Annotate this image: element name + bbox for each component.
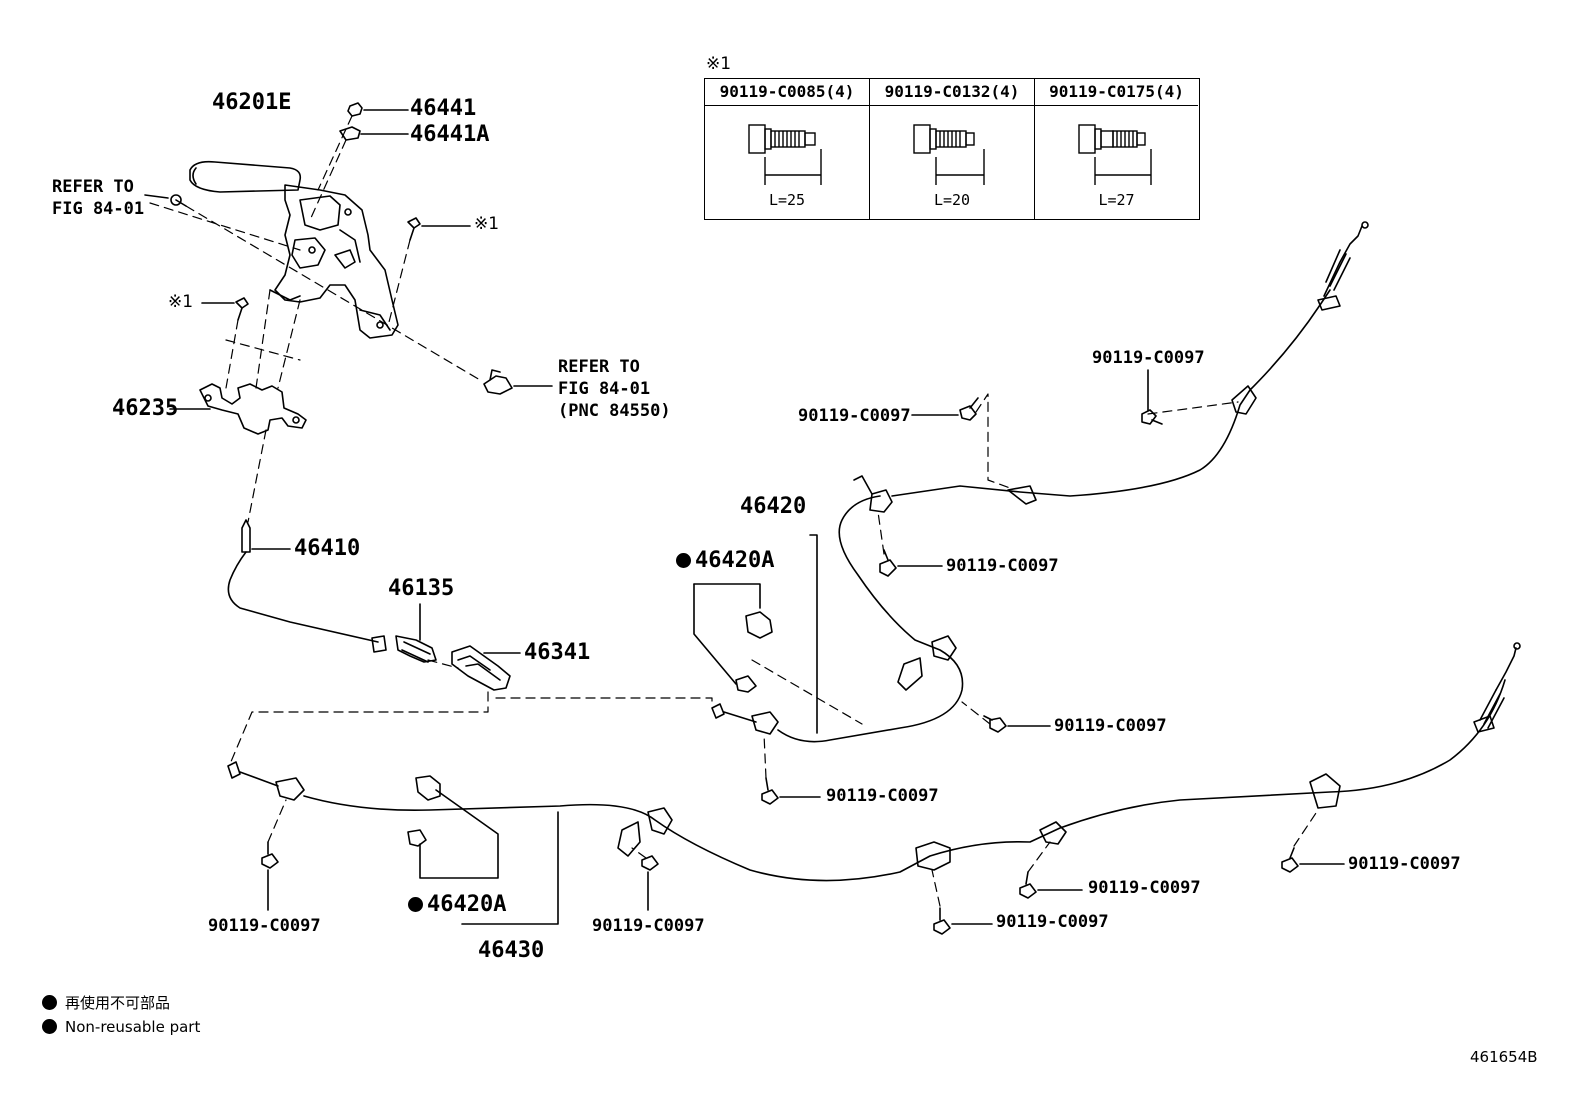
- label-bolt-10: 90119-C0097: [592, 916, 705, 936]
- table-col-3: 90119-C0175(4) L=27: [1035, 79, 1198, 219]
- label-46430: 46430: [478, 938, 545, 963]
- table-mark: ※1: [706, 54, 732, 74]
- legend-en: Non-reusable part: [42, 1018, 200, 1036]
- dashed-guides: [149, 115, 1319, 907]
- clip-refer-fig: [483, 369, 553, 395]
- label-46135: 46135: [388, 576, 455, 601]
- label-bolt-8: 90119-C0097: [996, 912, 1109, 932]
- rear-cable-46420: [711, 221, 1369, 743]
- rear-cable-46430: [227, 642, 1521, 925]
- non-reusable-dot: [408, 897, 423, 912]
- table-col-1-part: 90119-C0085(4): [705, 79, 869, 106]
- legend-dot: [42, 1019, 57, 1034]
- label-46441: 46441: [410, 96, 477, 121]
- label-mark1-right: ※1: [474, 214, 500, 234]
- label-46441A: 46441A: [410, 122, 490, 147]
- table-col-3-length: L=27: [1098, 191, 1135, 209]
- bolt-mark1-left: [201, 297, 249, 321]
- equalizer-46135: [395, 603, 437, 663]
- label-refer-fig-b: REFER TO FIG 84-01 (PNC 84550): [558, 357, 671, 421]
- bolt-icon: [1078, 124, 1152, 185]
- label-bolt-1: 90119-C0097: [1092, 348, 1205, 368]
- label-46410: 46410: [294, 536, 361, 561]
- clamp-46420A-lh: [407, 775, 499, 879]
- legend-dot: [42, 995, 57, 1010]
- label-bolt-3: 90119-C0097: [946, 556, 1059, 576]
- retainer-46341: [451, 645, 521, 691]
- label-46201E: 46201E: [212, 90, 292, 115]
- bolt-icon: [913, 124, 985, 185]
- label-bolt-5: 90119-C0097: [826, 786, 939, 806]
- table-col-2: 90119-C0132(4) L=20: [870, 79, 1035, 219]
- bolt-icon: [748, 124, 822, 185]
- front-cable-46410: [227, 519, 387, 653]
- label-bolt-4: 90119-C0097: [1054, 716, 1167, 736]
- cap-46441: [339, 102, 409, 141]
- legend-jp: 再使用不可部品: [42, 992, 170, 1013]
- label-refer-fig-a: REFER TO FIG 84-01: [52, 177, 145, 219]
- table-col-1-length: L=25: [768, 191, 806, 209]
- bolt-length-table: 90119-C0085(4) L=25 90119-C0132(4) L=20 …: [704, 78, 1200, 220]
- parking-lever-assembly: [189, 160, 399, 339]
- label-bolt-9: 90119-C0097: [208, 916, 321, 936]
- bolt-symbols: [261, 369, 1345, 935]
- label-46420A-rh: 46420A: [676, 550, 774, 572]
- label-bolt-7: 90119-C0097: [1088, 878, 1201, 898]
- label-46420A-lh: 46420A: [408, 894, 506, 916]
- label-46235: 46235: [112, 396, 179, 421]
- label-mark1-left: ※1: [168, 292, 194, 312]
- table-col-2-length: L=20: [933, 191, 971, 209]
- label-bolt-2: 90119-C0097: [798, 406, 911, 426]
- table-col-1: 90119-C0085(4) L=25: [705, 79, 870, 219]
- refer-bolt: [144, 194, 187, 207]
- diagram-id: 461654B: [1470, 1048, 1538, 1066]
- bolt-mark1-right: [407, 217, 471, 241]
- label-bolt-6: 90119-C0097: [1348, 854, 1461, 874]
- bracket-46235: [169, 383, 307, 435]
- clamp-46420A-rh: [693, 583, 773, 693]
- non-reusable-dot: [676, 553, 691, 568]
- table-col-2-part: 90119-C0132(4): [870, 79, 1034, 106]
- table-col-3-part: 90119-C0175(4): [1035, 79, 1198, 106]
- label-46420: 46420: [740, 494, 807, 519]
- label-46341: 46341: [524, 640, 591, 665]
